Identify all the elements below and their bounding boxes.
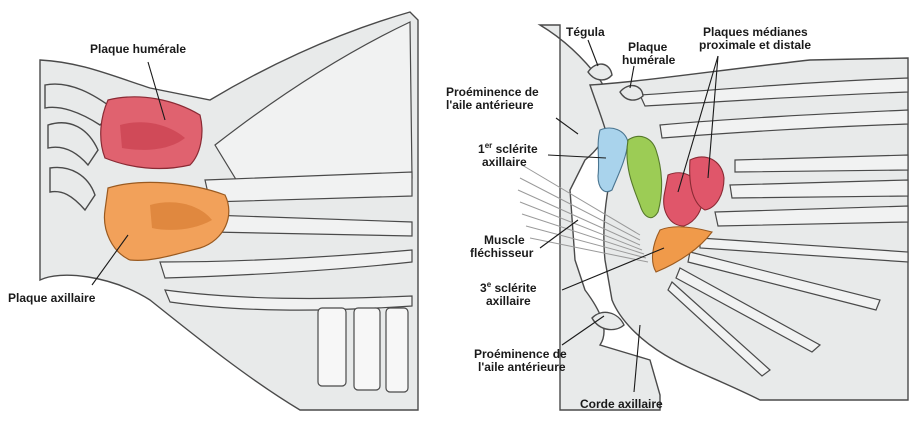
left-cell-1 bbox=[318, 308, 346, 386]
anterior-prominence-bottom-label-line2: l'aile antérieure bbox=[478, 360, 566, 374]
anterior-prominence-top-label-line1: Proéminence de bbox=[446, 85, 539, 99]
third-sclerite-word: sclérite bbox=[491, 281, 537, 295]
first-sclerite-label-line1: 1er sclérite bbox=[478, 141, 538, 156]
anterior-prominence-top-label-line2: l'aile antérieure bbox=[446, 98, 534, 112]
first-sclerite-word: sclérite bbox=[492, 142, 538, 156]
first-sclerite-label-line2: axillaire bbox=[482, 155, 527, 169]
median-plates-label-line1: Plaques médianes bbox=[703, 25, 808, 39]
left-axillary-plate-label: Plaque axillaire bbox=[8, 291, 96, 305]
tegula-leader bbox=[588, 40, 598, 66]
third-sclerite-label-line2: axillaire bbox=[486, 294, 531, 308]
left-humeral-plate-label: Plaque humérale bbox=[90, 42, 186, 56]
left-cell-2 bbox=[354, 308, 380, 390]
right-panel: Tégula Plaque humérale Plaques médianes … bbox=[446, 25, 908, 411]
anterior-prominence-bottom-label-line1: Proéminence de bbox=[474, 347, 567, 361]
right-humeral-plate-label-line1: Plaque bbox=[628, 40, 668, 54]
flexor-muscle-label-line2: fléchisseur bbox=[470, 246, 534, 260]
third-sclerite-label-line1: 3e sclérite bbox=[480, 280, 537, 295]
right-humeral-plate-label-line2: humérale bbox=[622, 53, 676, 67]
median-plates-label-line2: proximale et distale bbox=[699, 38, 811, 52]
flexor-muscle-label-line1: Muscle bbox=[484, 233, 525, 247]
left-cell-3 bbox=[386, 308, 408, 392]
tegula-label: Tégula bbox=[566, 25, 605, 39]
first-sclerite-ordinal-suffix: er bbox=[485, 141, 493, 150]
axillary-cord-label: Corde axillaire bbox=[580, 397, 663, 411]
left-panel: Plaque humérale Plaque axillaire bbox=[8, 12, 418, 410]
